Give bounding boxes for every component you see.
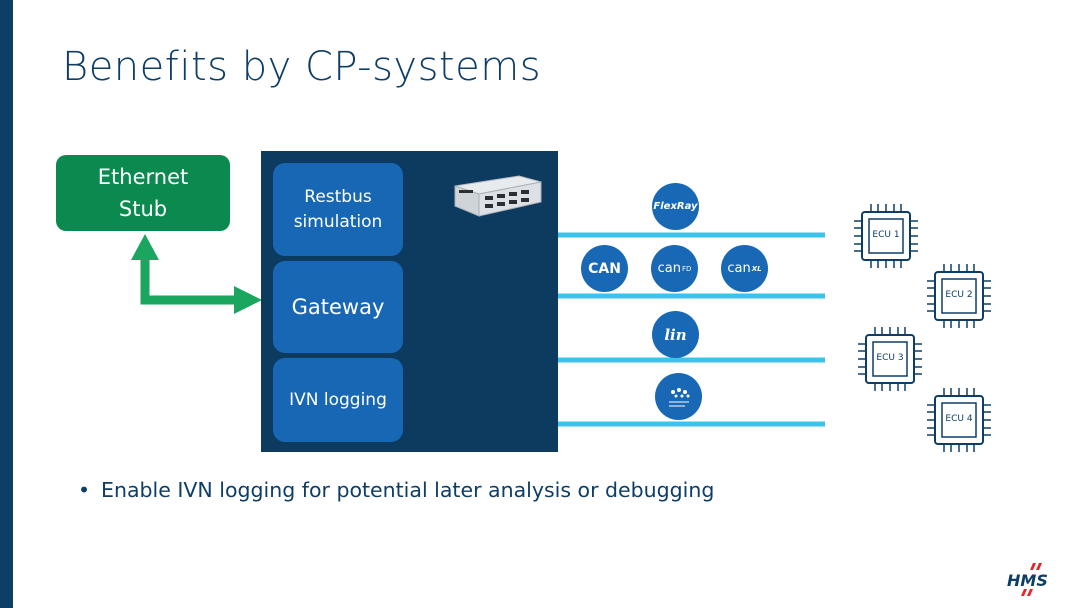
hms-logo: HMS — [1007, 563, 1048, 596]
can-logo-text: CAN — [588, 260, 621, 277]
flexray-logo-text: FlexRay — [653, 201, 698, 212]
ecu-3-label: ECU 3 — [876, 353, 904, 363]
bus-lines — [556, 232, 825, 427]
automotive-ethernet-logo — [655, 373, 702, 420]
ethernet-stub: Ethernet Stub — [56, 155, 230, 231]
can-fd-logo-sup: FD — [681, 264, 692, 273]
hms-logo-text: HMS — [1007, 571, 1048, 590]
flexray-logo: FlexRay — [652, 183, 699, 230]
ethernet-stub-label: Ethernet Stub — [97, 165, 189, 221]
automotive-ethernet-icon — [668, 387, 689, 406]
ecu-chip-1: ECU 1 — [853, 203, 919, 273]
slide-title: Benefits by CP-systems — [62, 44, 542, 90]
bullet-text: Enable IVN logging for potential later a… — [101, 478, 715, 502]
chip-icon — [927, 264, 991, 328]
chip-icon — [858, 327, 922, 391]
bullet-dot: • — [78, 478, 91, 502]
ecu-chip-3: ECU 3 — [857, 326, 923, 396]
left-accent-bar — [0, 0, 13, 608]
ecu-chip-2: ECU 2 — [926, 263, 992, 333]
ivn-logging-block: IVN logging — [273, 358, 403, 442]
chip-icon — [854, 204, 918, 268]
can-fd-logo-text: can — [657, 261, 681, 276]
ecu-chip-4: ECU 4 — [926, 387, 992, 457]
lin-logo: lin — [652, 311, 699, 358]
ecu-1-label: ECU 1 — [872, 230, 900, 240]
stub-gateway-arrow — [131, 234, 262, 314]
chip-icon — [927, 388, 991, 452]
restbus-simulation-block: Restbus simulation — [273, 163, 403, 256]
ecu-4-label: ECU 4 — [945, 414, 973, 424]
hardware-device-image — [454, 175, 542, 217]
ivn-logging-label: IVN logging — [289, 390, 387, 410]
can-xl-logo-sup: XL — [751, 264, 762, 273]
lin-logo-text: lin — [664, 325, 687, 344]
ecu-2-label: ECU 2 — [945, 290, 973, 300]
gateway-block: Gateway — [273, 261, 403, 353]
can-logo: CAN — [581, 245, 628, 292]
can-xl-logo-text: can — [727, 261, 751, 276]
gateway-label: Gateway — [291, 295, 385, 319]
restbus-simulation-label: Restbus simulation — [293, 186, 383, 232]
bullet-item: • Enable IVN logging for potential later … — [78, 478, 714, 502]
